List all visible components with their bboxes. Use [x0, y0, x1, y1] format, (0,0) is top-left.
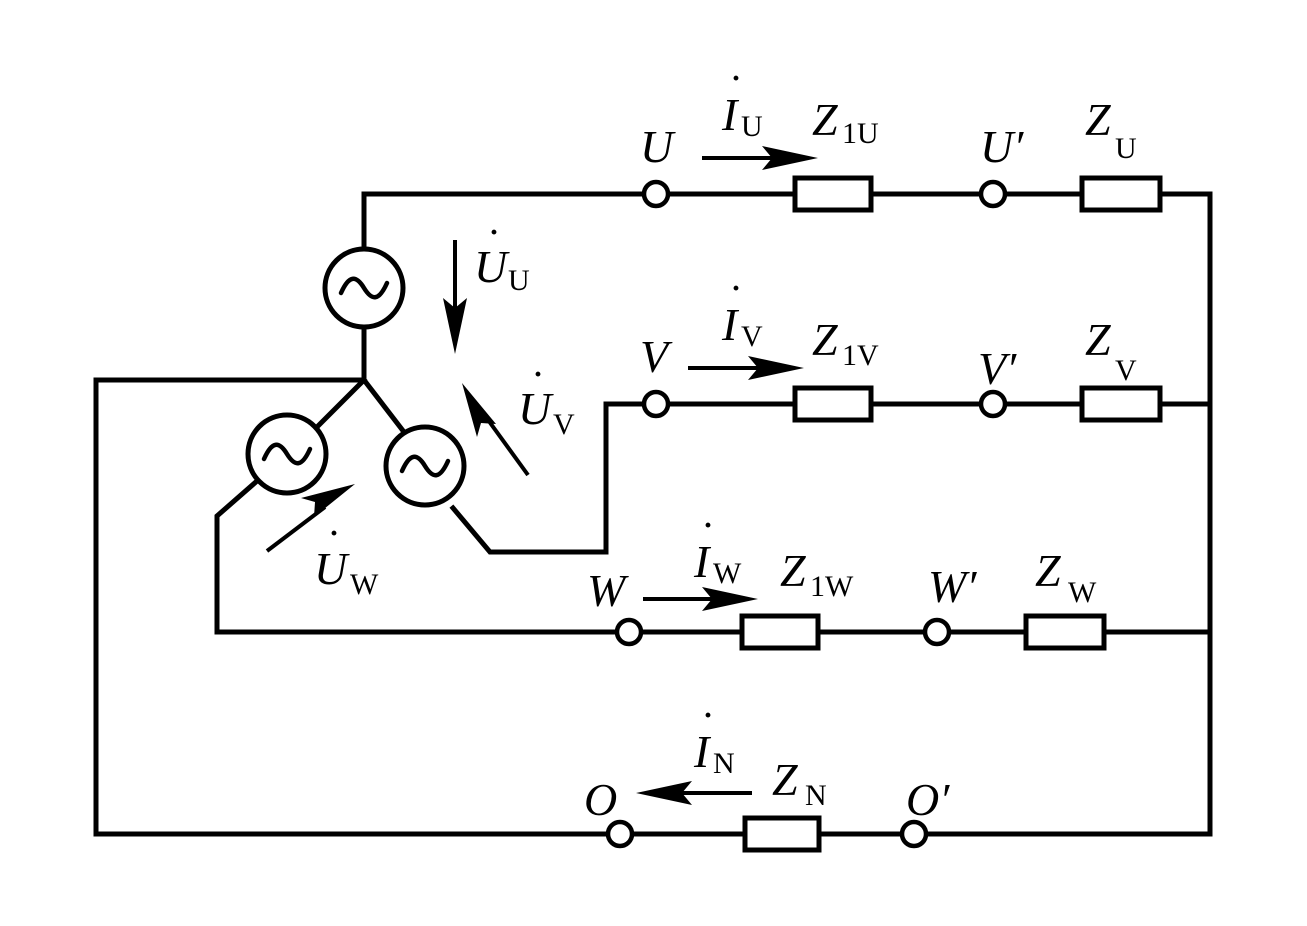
svg-text:Z: Z: [812, 314, 838, 365]
terminal-v-prime: [978, 389, 1008, 419]
wire-neutral-to-v-source: [360, 376, 408, 436]
impedances: [739, 175, 1163, 853]
label-impedance-zv: Z V: [1085, 314, 1137, 387]
wire-w-route: [214, 477, 620, 635]
label-node-o: O: [584, 774, 617, 825]
svg-text:Z: Z: [1085, 94, 1111, 145]
wire-neutral-route: [93, 377, 611, 837]
svg-text:W: W: [350, 568, 379, 601]
current-u-arrowhead: [762, 146, 818, 170]
voltage-w-arrowhead: [301, 484, 355, 517]
svg-text:Z: Z: [772, 754, 798, 805]
phasor-dot: ·: [703, 509, 713, 542]
impedance-z1u: [792, 175, 874, 213]
label-node-u: U: [640, 121, 676, 172]
svg-text:1V: 1V: [842, 339, 879, 372]
terminal-v: [641, 389, 671, 419]
terminal-u: [641, 179, 671, 209]
current-n-arrowhead: [636, 781, 692, 805]
svg-text:U: U: [314, 543, 350, 594]
source-u: [322, 246, 406, 330]
impedance-zu: [1079, 175, 1163, 213]
impedance-zw: [1023, 613, 1107, 651]
label-impedance-zn: Z N: [772, 754, 827, 812]
impedance-z1w: [739, 613, 821, 651]
svg-text:I: I: [693, 726, 712, 777]
voltage-u-arrowhead: [443, 298, 467, 354]
svg-text:V: V: [741, 320, 763, 353]
svg-text:Z: Z: [812, 94, 838, 145]
label-node-o-prime: O′: [906, 774, 950, 825]
label-impedance-zu: Z U: [1085, 94, 1137, 165]
svg-text:U: U: [741, 110, 763, 143]
impedance-zn: [742, 815, 822, 853]
terminal-w-prime: [922, 617, 952, 647]
label-node-u-prime: U′: [980, 121, 1024, 172]
phasor-dot: ·: [533, 358, 543, 391]
svg-text:U: U: [474, 241, 510, 292]
label-node-v: V: [640, 331, 673, 382]
label-voltage-w: · U W: [314, 517, 379, 601]
terminal-o: [605, 819, 635, 849]
voltage-v-arrowhead: [462, 383, 496, 437]
label-voltage-v: · U V: [518, 358, 575, 441]
phasor-dot: ·: [703, 699, 713, 732]
label-impedance-z1v: Z 1V: [812, 314, 879, 372]
arrows: [265, 146, 818, 805]
svg-text:U: U: [518, 383, 554, 434]
svg-text:Z: Z: [1035, 545, 1061, 596]
label-impedance-z1w: Z 1W: [780, 545, 854, 603]
svg-text:V: V: [1115, 354, 1137, 387]
terminal-o-prime: [899, 819, 929, 849]
current-v-arrowhead: [748, 356, 804, 380]
svg-text:1W: 1W: [810, 570, 854, 603]
svg-text:I: I: [721, 89, 740, 140]
label-current-v: · I V: [721, 272, 763, 353]
label-impedance-z1u: Z 1U: [812, 94, 879, 150]
svg-text:1U: 1U: [842, 117, 879, 150]
terminal-u-prime: [978, 179, 1008, 209]
label-node-w-prime: W′: [928, 561, 977, 612]
phasor-dot: ·: [731, 62, 741, 95]
svg-text:U: U: [508, 264, 530, 297]
svg-text:U: U: [1115, 132, 1137, 165]
ac-source-v-icon: [399, 454, 451, 478]
ac-source-w-icon: [261, 442, 313, 466]
label-current-u: · I U: [721, 62, 763, 143]
wires: [93, 191, 1213, 837]
impedance-zv: [1079, 385, 1163, 423]
phasor-dot: ·: [329, 517, 339, 550]
wire-neutral-to-w-source: [308, 376, 368, 436]
label-current-w: · I W: [693, 509, 742, 590]
current-w-arrowhead: [702, 587, 758, 611]
svg-text:W: W: [1068, 576, 1097, 609]
terminal-w: [614, 617, 644, 647]
wire-v-route: [449, 401, 647, 555]
svg-text:I: I: [721, 299, 740, 350]
source-v: [383, 424, 467, 508]
label-node-w: W: [587, 565, 629, 616]
phasor-dot: ·: [489, 216, 499, 249]
source-w: [245, 412, 329, 496]
label-voltage-u: · U U: [474, 216, 530, 297]
svg-text:N: N: [713, 747, 735, 780]
label-impedance-zw: Z W: [1035, 545, 1097, 609]
svg-text:N: N: [805, 779, 827, 812]
svg-text:I: I: [693, 536, 712, 587]
labels: U U′ V V′ W W′ O O′ · I U · I V · I W · …: [314, 62, 1137, 825]
svg-text:Z: Z: [780, 545, 806, 596]
svg-text:Z: Z: [1085, 314, 1111, 365]
terminals: [605, 179, 1008, 849]
svg-text:V: V: [553, 408, 575, 441]
wire-u-top: [361, 191, 647, 253]
impedance-z1v: [792, 385, 874, 423]
phasor-dot: ·: [731, 272, 741, 305]
ac-source-u-icon: [338, 276, 390, 300]
label-current-n: · I N: [693, 699, 735, 780]
label-node-v-prime: V′: [978, 343, 1017, 394]
svg-text:W: W: [713, 557, 742, 590]
